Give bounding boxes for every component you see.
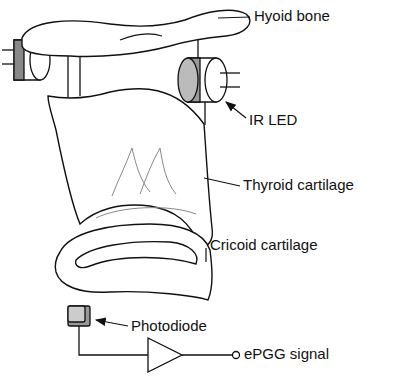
arytenoid-outlines <box>96 148 196 218</box>
part-label: Hyoid bone <box>254 8 330 25</box>
led-right <box>178 58 240 102</box>
part-label: Thyroid cartilage <box>243 177 354 194</box>
part-label: Cricoid cartilage <box>210 237 318 254</box>
photodiode-circuit <box>68 306 240 372</box>
hyoid-bone <box>22 10 250 56</box>
part-label: IR LED <box>249 112 297 129</box>
part-label: Photodiode <box>131 318 207 335</box>
signal-label: ePGG signal <box>244 346 329 363</box>
thyroid-cartilage <box>48 89 212 247</box>
cricoid-cartilage <box>55 224 212 300</box>
leader-lines <box>96 17 250 326</box>
